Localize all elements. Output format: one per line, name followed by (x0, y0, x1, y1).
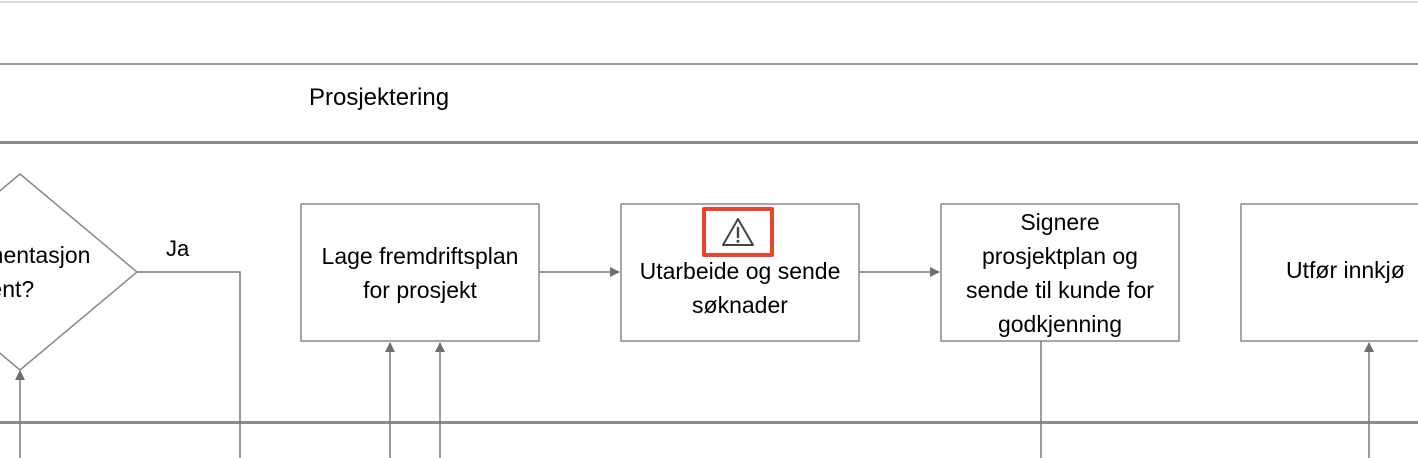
signere-label-line4: godkjenning (997, 310, 1123, 337)
innkjop-label-line1: Utfør innkjø (1286, 257, 1405, 283)
process-box-signere[interactable] (940, 203, 1180, 342)
top-border (0, 1, 1418, 3)
signere-label-line2: prosjektplan og (981, 242, 1138, 269)
connector-yes (137, 271, 241, 458)
lane-bottom-border (0, 421, 1418, 424)
soknader-label: Utarbeide og sende søknader (621, 254, 859, 322)
edge-label-yes: Ja (166, 236, 190, 261)
lane-title: Prosjektering (309, 84, 450, 111)
fremdriftsplan-label: Lage fremdriftsplan for prosjekt (301, 204, 539, 341)
process-box-fremdriftsplan[interactable] (300, 203, 540, 342)
lane-header-bottom-border (0, 141, 1418, 144)
decision-label-line1: kumentasjon (0, 242, 91, 268)
decision-label: kumentasjon dkjent? (0, 232, 160, 312)
fremdriftsplan-label-line2: for prosjekt (363, 276, 477, 303)
soknader-label-line1: Utarbeide og sende (639, 258, 841, 284)
process-box-innkjop[interactable] (1240, 203, 1418, 342)
signere-label-line3: sende til kunde for (966, 276, 1154, 303)
decision-label-line2: dkjent? (0, 276, 35, 302)
signere-label: Signere prosjektplan og sende til kunde … (941, 204, 1179, 341)
warning-badge[interactable] (702, 207, 774, 257)
signere-label-line1: Signere (1020, 208, 1100, 235)
warning-triangle-icon (722, 218, 754, 246)
soknader-label-line2: søknader (692, 292, 788, 318)
fremdriftsplan-label-line1: Lage fremdriftsplan (321, 242, 519, 269)
innkjop-label: Utfør innkjø (1286, 250, 1418, 290)
lane-header-top-border (0, 63, 1418, 65)
